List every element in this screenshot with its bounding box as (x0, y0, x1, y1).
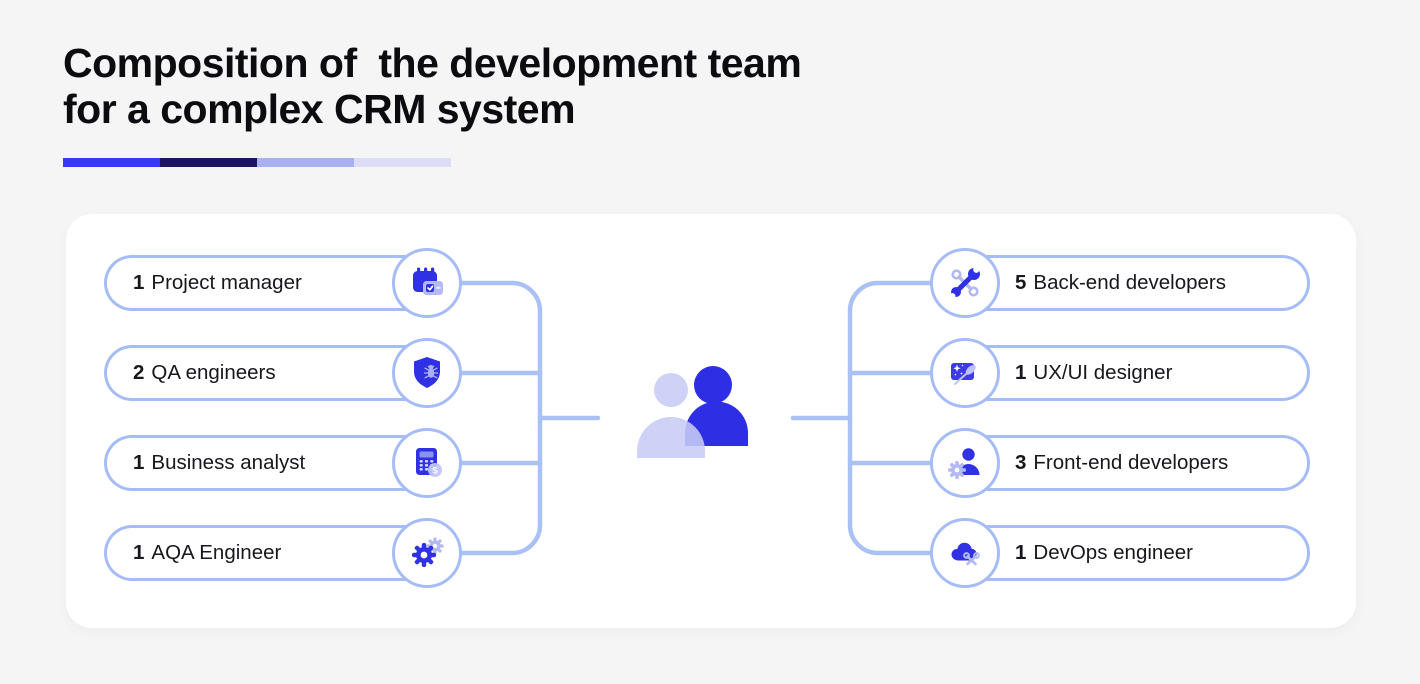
role-label: QA engineers (151, 361, 276, 384)
pill-project-manager: 1 Project manager (104, 255, 427, 311)
design-canvas-brush-icon (930, 338, 1000, 408)
team-row: 1 Business analyst (66, 428, 1356, 498)
pill-business-analyst: 1 Business analyst (104, 435, 427, 491)
role-label: DevOps engineer (1033, 541, 1193, 564)
count-badge: 1 (133, 451, 145, 474)
pill-qa-engineers: 2 QA engineers (104, 345, 427, 401)
team-row: 1 AQA Engineer (66, 518, 1356, 588)
role-label: Back-end developers (1033, 271, 1226, 294)
team-people-icon (637, 366, 748, 458)
svg-text:$: $ (432, 465, 438, 476)
role-label: AQA Engineer (151, 541, 282, 564)
page-title: Composition of the development team for … (63, 40, 802, 132)
accent-bar (63, 158, 451, 167)
pill-devops-engineer: 1 DevOps engineer (965, 525, 1310, 581)
gears-icon (392, 518, 462, 588)
pill-backend-developers: 5 Back-end developers (965, 255, 1310, 311)
role-label: Business analyst (151, 451, 306, 474)
calendar-check-icon (392, 248, 462, 318)
count-badge: 1 (1015, 541, 1027, 564)
title-line-2: for a complex CRM system (63, 86, 576, 132)
role-label: Project manager (151, 271, 302, 294)
role-label: Front-end developers (1033, 451, 1229, 474)
count-badge: 1 (1015, 361, 1027, 384)
accent-bar-segment-3 (257, 158, 354, 167)
person-gear-icon (930, 428, 1000, 498)
team-row: 1 Project manager 5 Back-end developers (66, 248, 1356, 318)
count-badge: 1 (133, 271, 145, 294)
accent-bar-segment-4 (354, 158, 451, 167)
team-row: 2 QA engineers (66, 338, 1356, 408)
pill-frontend-developers: 3 Front-end developers (965, 435, 1310, 491)
count-badge: 2 (133, 361, 145, 384)
title-line-1: Composition of the development team (63, 40, 802, 86)
cloud-wrench-icon (930, 518, 1000, 588)
pill-aqa-engineer: 1 AQA Engineer (104, 525, 427, 581)
pill-uxui-designer: 1 UX/UI designer (965, 345, 1310, 401)
accent-bar-segment-1 (63, 158, 160, 167)
role-label: UX/UI designer (1033, 361, 1173, 384)
count-badge: 5 (1015, 271, 1027, 294)
accent-bar-segment-2 (160, 158, 257, 167)
wrench-screwdriver-icon (930, 248, 1000, 318)
calculator-dollar-icon: $ (392, 428, 462, 498)
shield-bug-icon (392, 338, 462, 408)
count-badge: 1 (133, 541, 145, 564)
connector-lines (459, 280, 933, 556)
diagram-card: 1 Project manager 5 Back-end developers (66, 214, 1356, 628)
count-badge: 3 (1015, 451, 1027, 474)
